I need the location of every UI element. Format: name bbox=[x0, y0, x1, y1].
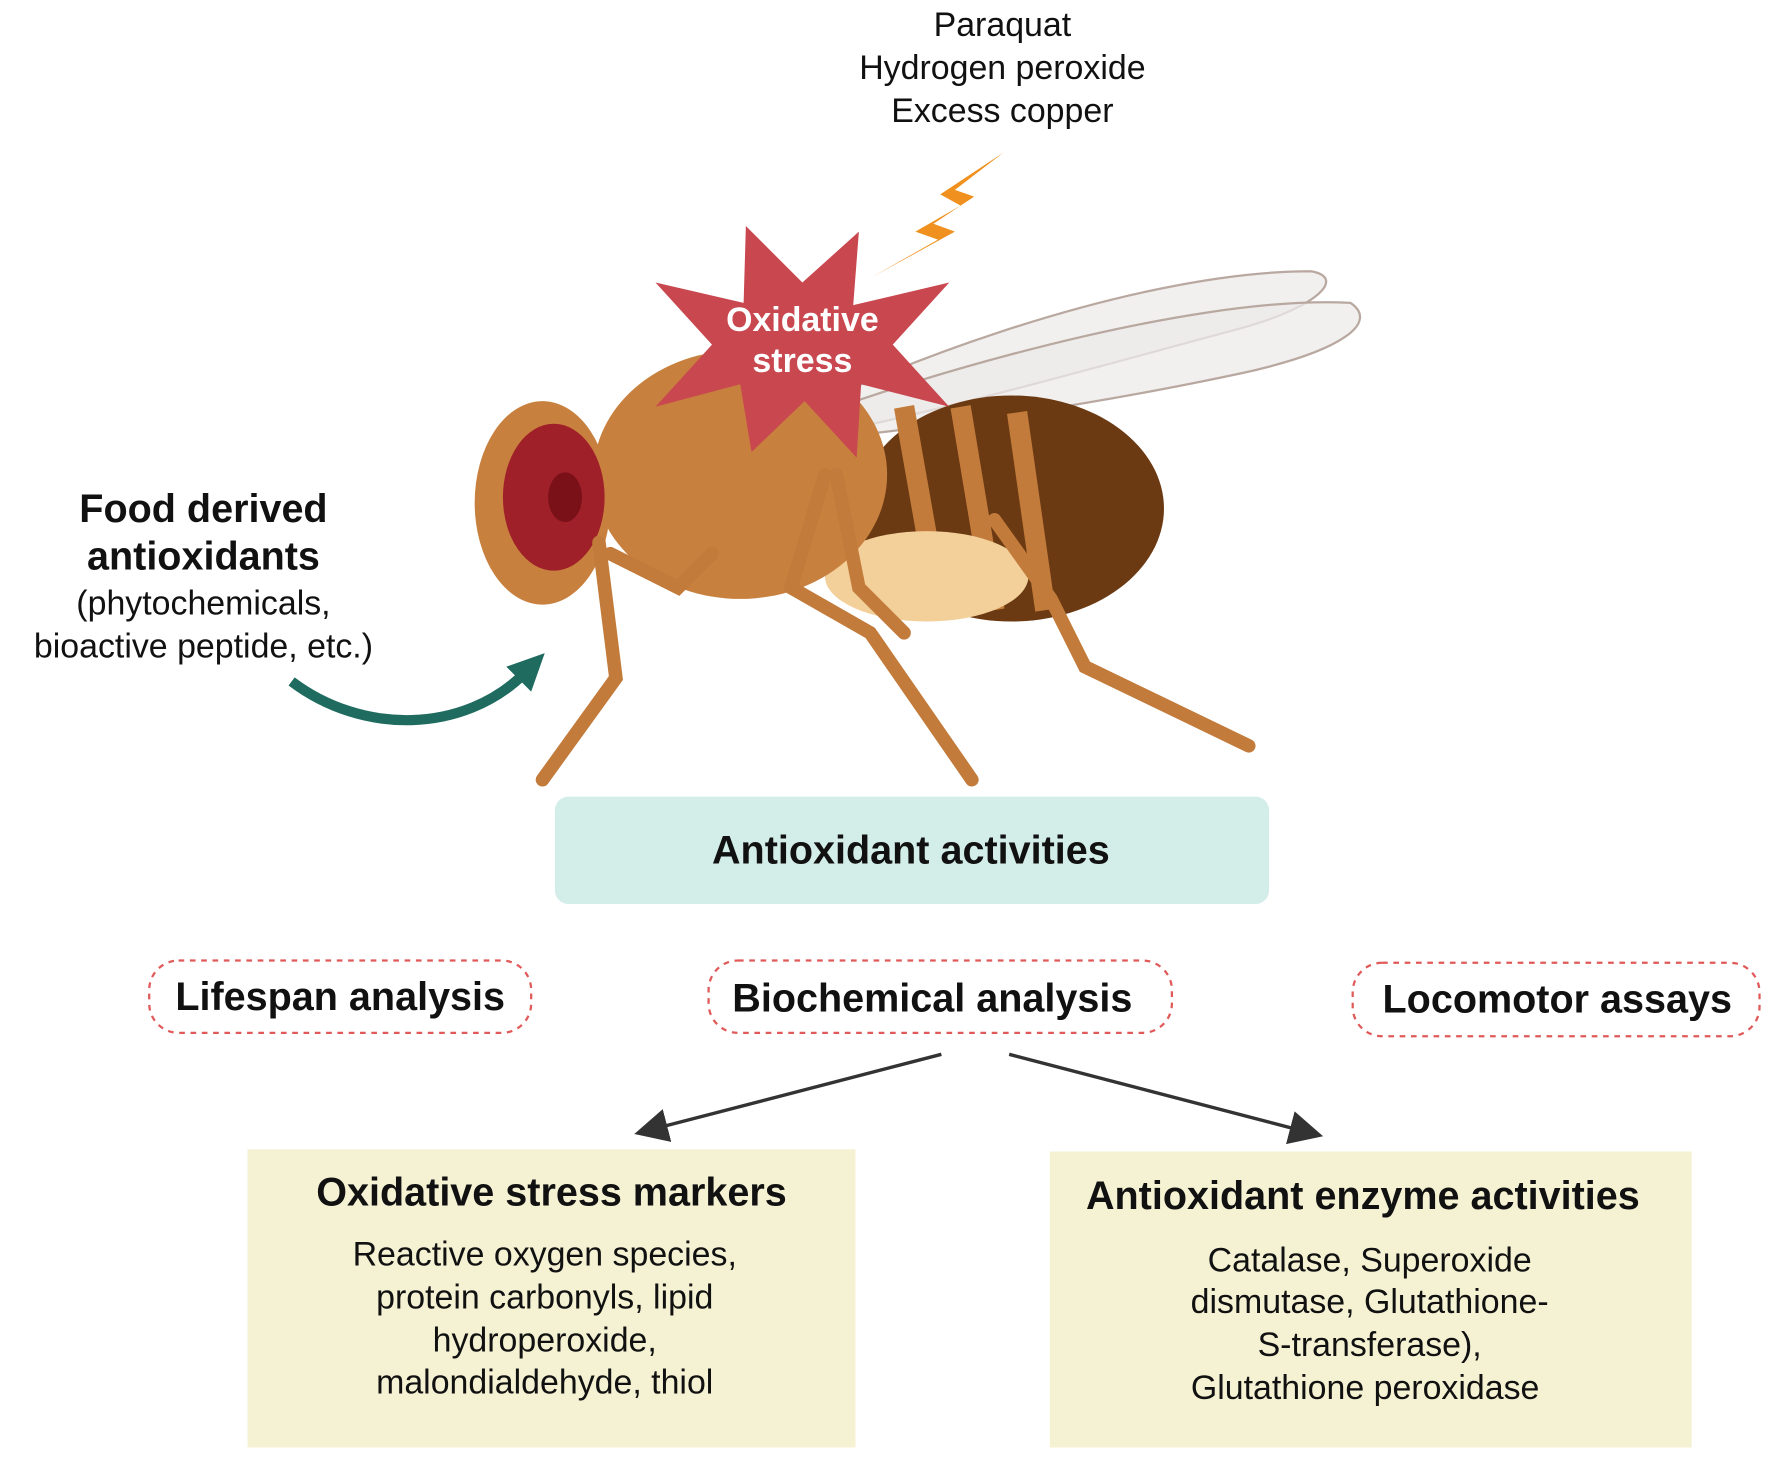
oxidative-stress-markers-box bbox=[247, 1149, 856, 1448]
lifespan-analysis-label: Lifespan analysis bbox=[175, 975, 505, 1019]
biochemical-analysis-label: Biochemical analysis bbox=[732, 976, 1132, 1020]
antioxidant-activities-box bbox=[554, 796, 1270, 905]
stress-label-line2: stress bbox=[752, 342, 852, 380]
markers-line: malondialdehyde, thiol bbox=[376, 1363, 713, 1401]
stressor-hydrogen-peroxide: Hydrogen peroxide bbox=[859, 49, 1145, 87]
markers-line: protein carbonyls, lipid bbox=[376, 1279, 713, 1317]
stressor-list: Paraquat Hydrogen peroxide Excess copper bbox=[859, 6, 1145, 130]
curved-arrow-icon bbox=[288, 668, 530, 726]
lightning-bolt-icon bbox=[872, 152, 1004, 277]
stress-label-line1: Oxidative bbox=[726, 301, 879, 339]
lifespan-analysis-box bbox=[148, 959, 533, 1034]
locomotor-assays-label: Locomotor assays bbox=[1383, 978, 1732, 1022]
enzymes-title: Antioxidant enzyme activities bbox=[1086, 1174, 1640, 1218]
antioxidant-enzymes-box bbox=[1049, 1151, 1692, 1448]
food-examples-line1: (phytochemicals, bbox=[76, 585, 330, 623]
oxidative-stress-star bbox=[655, 226, 950, 458]
fruit-fly-illustration bbox=[474, 350, 1256, 787]
arrow-to-enzymes bbox=[1008, 1052, 1324, 1145]
markers-title: Oxidative stress markers bbox=[316, 1171, 786, 1215]
markers-line: hydroperoxide, bbox=[433, 1322, 657, 1360]
food-examples-line2: bioactive peptide, etc.) bbox=[34, 628, 373, 666]
enzymes-line: Glutathione peroxidase bbox=[1191, 1369, 1540, 1407]
enzymes-line: S-transferase), bbox=[1258, 1326, 1482, 1364]
antioxidant-activities-label: Antioxidant activities bbox=[712, 828, 1110, 872]
stressor-copper: Excess copper bbox=[891, 92, 1113, 130]
markers-line: Reactive oxygen species, bbox=[353, 1236, 737, 1274]
food-title-line1: Food derived bbox=[79, 487, 327, 531]
food-antioxidants-label: Food derived antioxidants (phytochemical… bbox=[34, 487, 373, 666]
biochemical-analysis-box bbox=[707, 959, 1174, 1034]
food-title-line2: antioxidants bbox=[87, 535, 320, 579]
enzymes-line: Catalase, Superoxide bbox=[1208, 1241, 1532, 1279]
locomotor-assays-box bbox=[1351, 961, 1761, 1038]
arrow-to-markers bbox=[634, 1052, 942, 1142]
enzymes-line: dismutase, Glutathione- bbox=[1191, 1283, 1549, 1321]
stressor-paraquat: Paraquat bbox=[934, 6, 1072, 44]
